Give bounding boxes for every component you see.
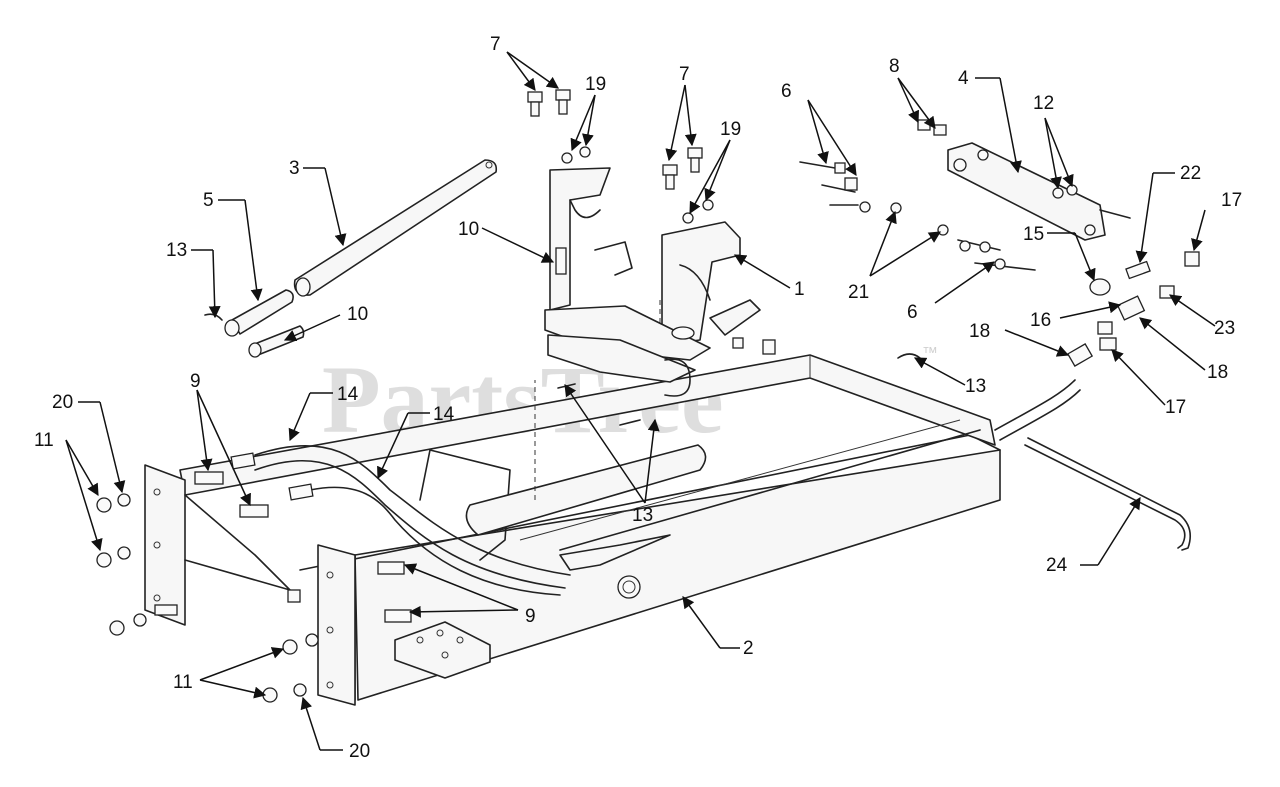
callout-9: 9 xyxy=(525,606,536,627)
left-front-plate xyxy=(317,544,356,706)
callout-6: 6 xyxy=(907,302,918,323)
callout-3: 3 xyxy=(289,158,300,179)
callout-4: 4 xyxy=(958,68,969,89)
callout-7: 7 xyxy=(490,34,501,55)
callout-23: 23 xyxy=(1214,318,1235,339)
callout-11: 11 xyxy=(173,672,193,693)
part-3-tube xyxy=(293,159,498,297)
left-pin-assembly xyxy=(204,289,305,358)
part-1-bracket xyxy=(544,167,761,397)
callout-labels: 7 19 7 19 6 8 4 12 3 5 13 10 10 1 21 6 2… xyxy=(34,34,1242,762)
hydraulic-hoses xyxy=(230,379,1081,596)
main-frame xyxy=(179,300,1001,701)
callout-18: 18 xyxy=(969,321,990,342)
callout-17: 17 xyxy=(1221,190,1242,211)
callout-2: 2 xyxy=(743,638,754,659)
callout-9: 9 xyxy=(190,371,201,392)
watermark-trademark: ™ xyxy=(922,345,938,362)
callout-11: 11 xyxy=(34,430,54,451)
callout-1: 1 xyxy=(794,279,805,300)
callout-10: 10 xyxy=(458,219,479,240)
callout-14: 14 xyxy=(433,404,455,425)
callout-21: 21 xyxy=(848,282,869,303)
part-24-rod xyxy=(1024,437,1191,551)
callout-20: 20 xyxy=(52,392,73,413)
callout-16: 16 xyxy=(1030,310,1051,331)
callout-5: 5 xyxy=(203,190,214,211)
leader-lines xyxy=(65,51,1216,751)
callout-6: 6 xyxy=(781,81,792,102)
callout-13: 13 xyxy=(166,240,187,261)
callout-8: 8 xyxy=(889,56,900,77)
left-rear-plate xyxy=(144,464,291,626)
hardware-bolts-7-19 xyxy=(527,89,776,355)
callout-13: 13 xyxy=(632,505,653,526)
hydraulic-fittings xyxy=(1066,251,1200,367)
callout-12: 12 xyxy=(1033,93,1054,114)
callout-15: 15 xyxy=(1023,224,1044,245)
callout-24: 24 xyxy=(1046,555,1068,576)
callout-22: 22 xyxy=(1180,163,1201,184)
part-4-linkage xyxy=(917,119,1131,241)
callout-18: 18 xyxy=(1207,362,1228,383)
callout-7: 7 xyxy=(679,64,690,85)
callout-10: 10 xyxy=(347,304,368,325)
callout-13: 13 xyxy=(965,376,986,397)
callout-14: 14 xyxy=(337,384,359,405)
callout-17: 17 xyxy=(1165,397,1186,418)
callout-19: 19 xyxy=(720,119,741,140)
callout-19: 19 xyxy=(585,74,606,95)
callout-20: 20 xyxy=(349,741,370,762)
